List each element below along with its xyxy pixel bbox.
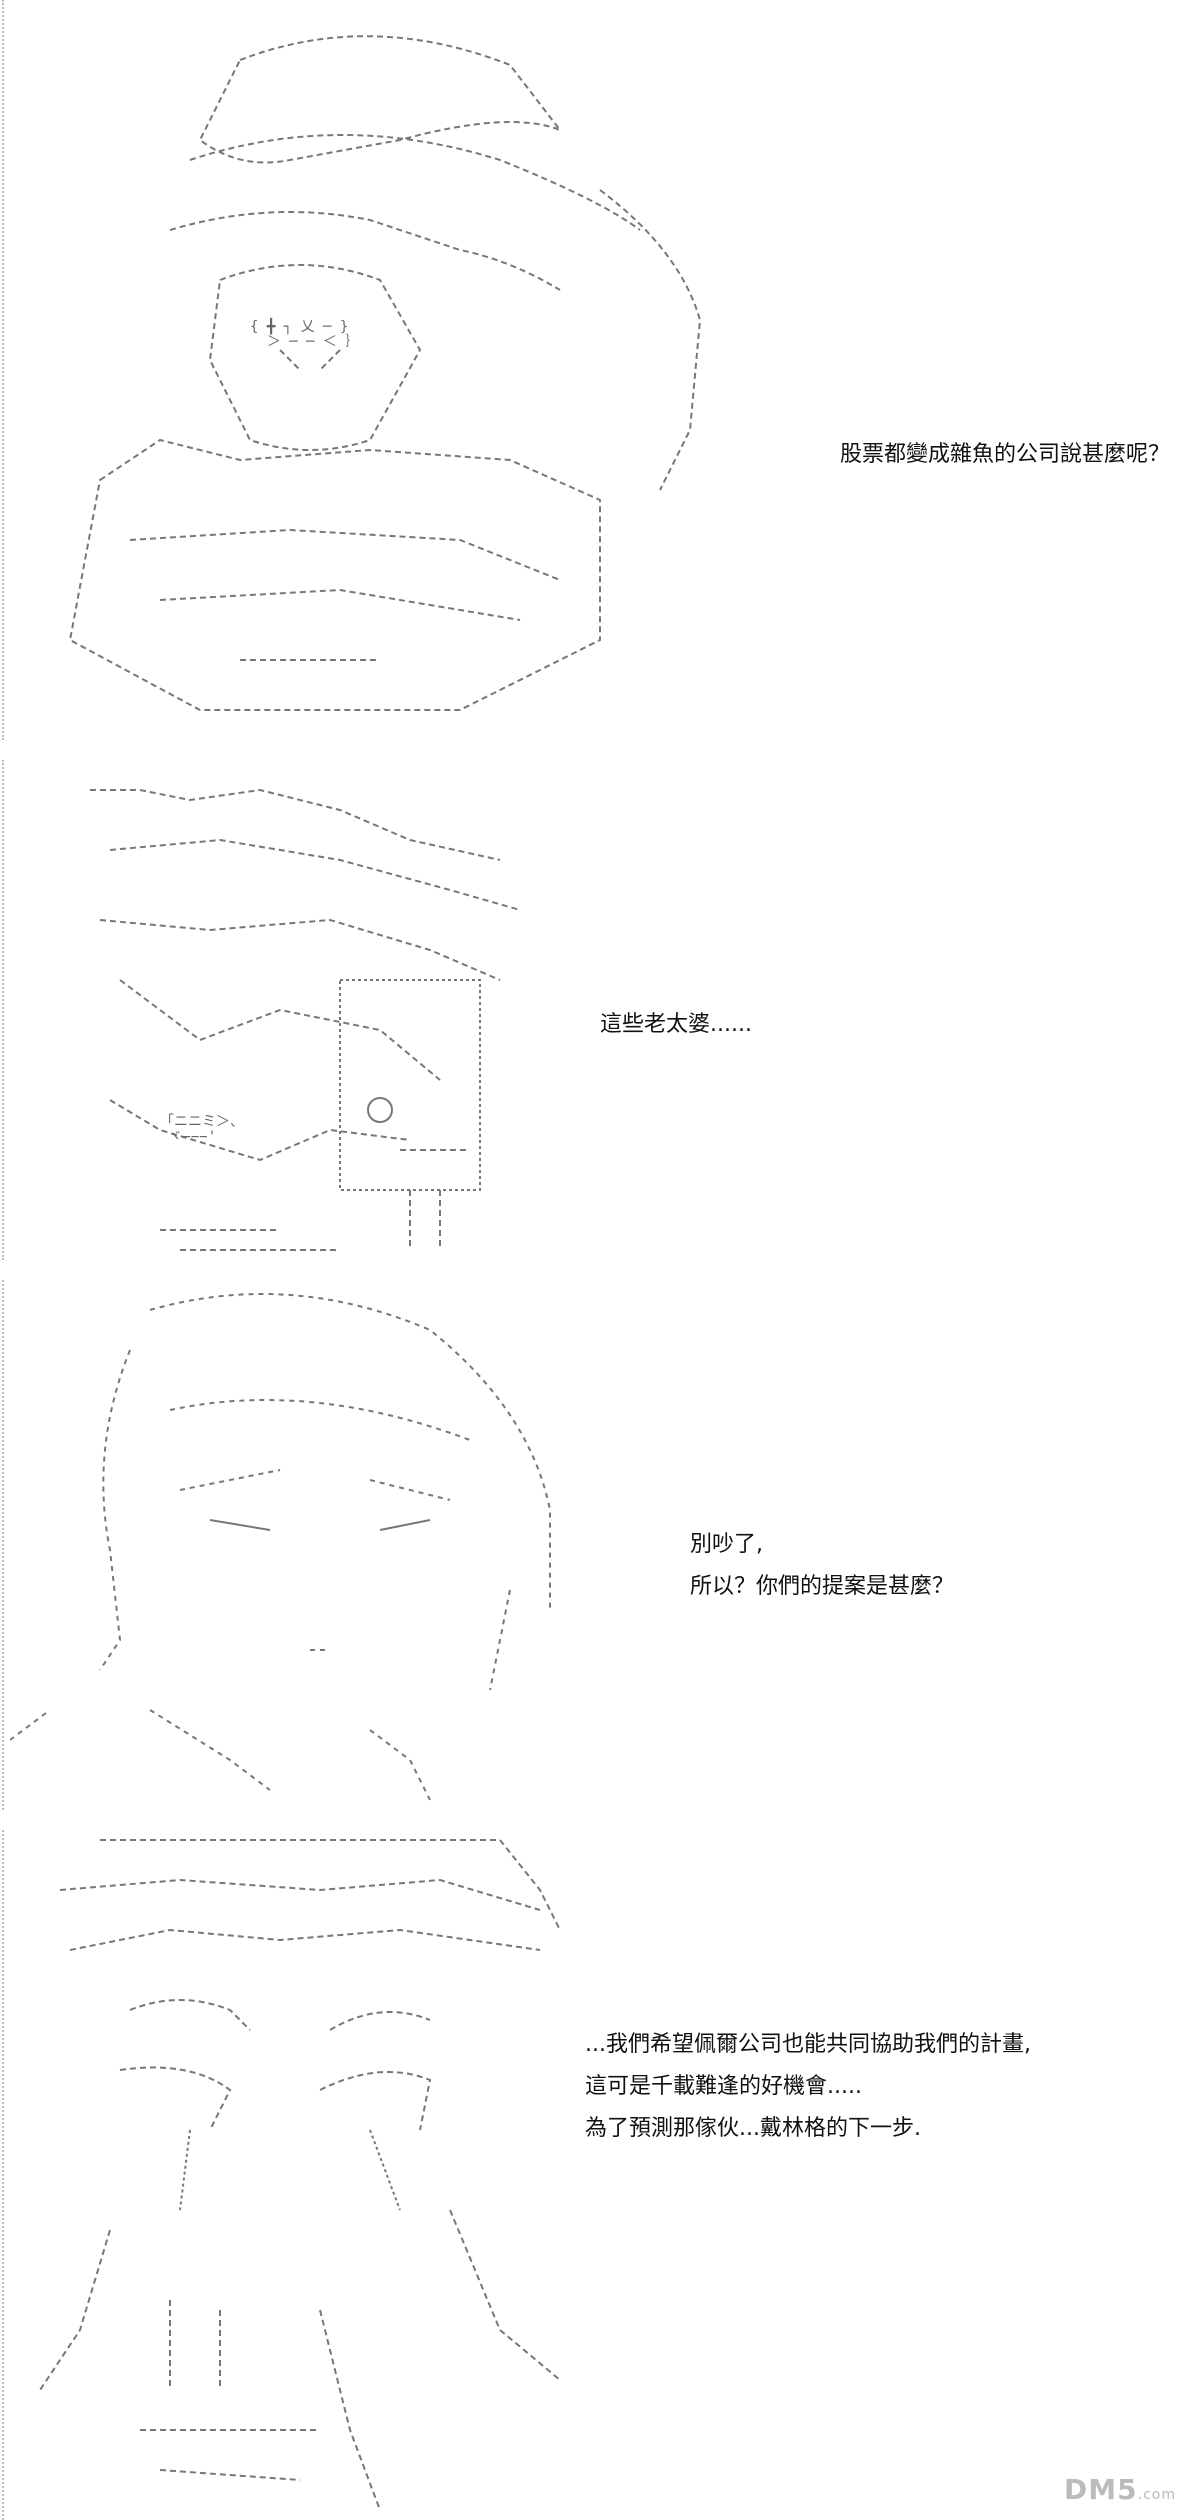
site-watermark: DM5.com	[1064, 2473, 1176, 2506]
dialogue-line: 別吵了,	[690, 1532, 763, 1557]
panel-3: 別吵了, 所以？你們的提案是甚麼？	[0, 1280, 1200, 1810]
panel-edge-dots	[2, 1280, 12, 1810]
panel-2: 「ニニミ＞、 ヾ−−−' 這些老太婆......	[0, 760, 1200, 1260]
dialogue-line: 這可是千載難逢的好機會.....	[585, 2074, 862, 2099]
panel-1: { ╋ ┐ 乂 ─ } ＞ ─ ─ ＜ ｝ 股票都變成雜魚的公司說甚麼呢？	[0, 0, 1200, 740]
dialogue-line: 這些老太婆......	[600, 1012, 752, 1037]
short-hair-girl-ascii-art	[10, 1290, 570, 1810]
dialogue-line: 所以？你們的提案是甚麼？	[690, 1574, 955, 1599]
glasses-woman-ascii-art	[20, 1830, 580, 2520]
dialogue-line: 為了預測那傢伙...戴林格的下一步.	[585, 2116, 921, 2141]
captain-hat-ascii-art: { ╋ ┐ 乂 ─ } ＞ ─ ─ ＜ ｝	[40, 20, 720, 720]
panel-3-dialogue: 別吵了, 所以？你們的提案是甚麼？	[690, 1530, 954, 1614]
watermark-suffix: .com	[1137, 2487, 1176, 2503]
panel-2-dialogue: 這些老太婆......	[600, 1010, 752, 1052]
dialogue-line: 股票都變成雜魚的公司說甚麼呢？	[840, 442, 1171, 467]
panel-edge-dots	[2, 1830, 12, 2520]
shadowed-face-ascii-art: 「ニニミ＞、 ヾ−−−'	[80, 780, 550, 1260]
panel-1-dialogue: 股票都變成雜魚的公司說甚麼呢？	[840, 440, 1170, 482]
panel-edge-dots	[2, 760, 12, 1260]
watermark-text: DM5	[1064, 2473, 1138, 2506]
panel-4: ...我們希望佩爾公司也能共同協助我們的計畫, 這可是千載難逢的好機會.....…	[0, 1830, 1200, 2520]
panel-4-dialogue: ...我們希望佩爾公司也能共同協助我們的計畫, 這可是千載難逢的好機會.....…	[585, 2030, 1031, 2156]
dialogue-line: ...我們希望佩爾公司也能共同協助我們的計畫,	[585, 2032, 1031, 2057]
panel-edge-dots	[2, 0, 12, 740]
